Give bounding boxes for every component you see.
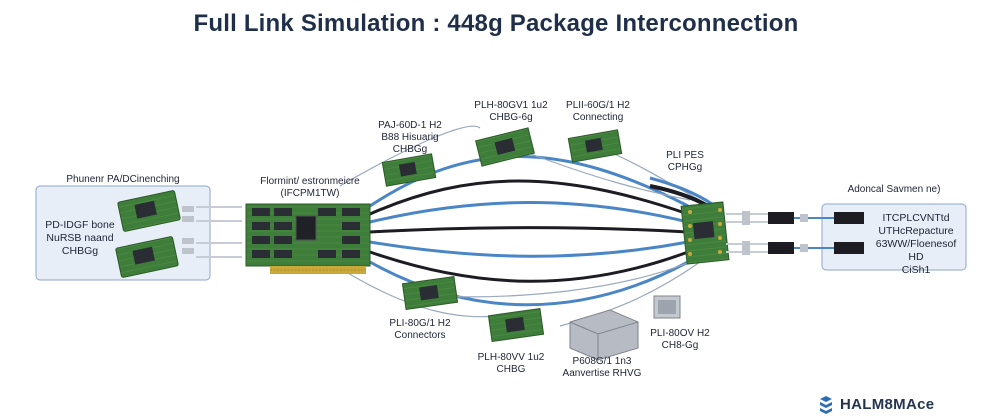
left-box-line: NuRSB naand bbox=[46, 232, 114, 244]
hexagon-stack-icon bbox=[820, 396, 832, 414]
module-label-line: Aanvertise RHVG bbox=[562, 368, 642, 379]
left-box-line: PD-IDGF bone bbox=[45, 219, 115, 231]
right-box-header: Adoncal Savmen ne) bbox=[847, 184, 941, 195]
brand-logo: HALM8MAce bbox=[818, 394, 934, 414]
bottom-module-3 bbox=[569, 309, 639, 361]
left-connectors bbox=[182, 206, 242, 258]
module-label-line: Connectors bbox=[394, 330, 446, 341]
right-module-label: PLI PES CPHGg bbox=[650, 150, 720, 174]
center-board-line: Flormint/ estronmeicre bbox=[260, 176, 360, 187]
left-box-header: Phunenr PA/DCinenching bbox=[66, 174, 180, 185]
bottom-module-4-label: PLI-80OV H2 CH8-Gg bbox=[640, 328, 720, 352]
module-label-line: CHBGg bbox=[392, 144, 428, 155]
top-module-3 bbox=[567, 129, 623, 163]
module-label-line: PLI-80G/1 H2 bbox=[389, 318, 451, 329]
module-label-line: CHBG bbox=[496, 364, 526, 375]
module-label-line: Connecting bbox=[572, 112, 624, 123]
bottom-module-2 bbox=[487, 307, 545, 343]
bottom-module-1 bbox=[401, 275, 459, 311]
bottom-module-1-label: PLI-80G/1 H2 Connectors bbox=[380, 318, 460, 342]
right-box-line: CiSh1 bbox=[901, 264, 931, 276]
right-connectors bbox=[726, 211, 864, 255]
bottom-module-3-label: P608G/1 1n3 Aanvertise RHVG bbox=[554, 356, 650, 380]
top-module-2-label: PLH-80GV1 1u2 CHBG-6g bbox=[466, 100, 556, 124]
module-label-line: CPHGg bbox=[667, 162, 703, 173]
left-box-line: CHBGg bbox=[61, 245, 99, 257]
page-title: Full Link Simulation : 448g Package Inte… bbox=[193, 10, 799, 37]
right-box-text: ITCPLCVNTtd UTHcRepacture 63WW/Floenesof… bbox=[868, 212, 964, 277]
left-box-text: PD-IDGF bone NuRSB naand CHBGg bbox=[36, 219, 124, 258]
module-label-line: PLI-80OV H2 bbox=[650, 328, 710, 339]
center-board-line: (IFCPM1TW) bbox=[280, 188, 340, 199]
left-module-bottom bbox=[115, 236, 179, 278]
bottom-module-2-label: PLH-80VV 1u2 CHBG bbox=[466, 352, 556, 376]
center-board-label: Flormint/ estronmeicre (IFCPM1TW) bbox=[230, 176, 390, 200]
bottom-module-4 bbox=[653, 295, 681, 319]
logo-text: HALM8MAce bbox=[840, 395, 935, 413]
top-module-3-label: PLII-60G/1 H2 Connecting bbox=[558, 100, 638, 124]
logo-icon-spacer bbox=[818, 394, 834, 414]
module-label-line: PLH-80GV1 1u2 bbox=[474, 100, 548, 111]
module-label-line: CHBG-6g bbox=[489, 112, 533, 123]
module-label-line: P608G/1 1n3 bbox=[572, 356, 632, 367]
left-module-top bbox=[117, 190, 181, 232]
top-module-1-label: PAJ-60D-1 H2 B88 Hisuarig CHBGg bbox=[370, 120, 450, 156]
module-label-line: PLII-60G/1 H2 bbox=[566, 100, 630, 111]
top-module-1 bbox=[381, 153, 437, 187]
module-label-line: B88 Hisuarig bbox=[381, 132, 439, 143]
right-box-line: ITCPLCVNTtd bbox=[882, 212, 950, 224]
top-module-2 bbox=[475, 127, 535, 167]
right-box-line: 63WW/Floenesof HD bbox=[875, 238, 957, 263]
module-label-line: PLI PES bbox=[666, 150, 704, 161]
module-label-line: CH8-Gg bbox=[661, 340, 699, 351]
right-box-line: UTHcRepacture bbox=[878, 225, 954, 237]
module-label-line: PLH-80VV 1u2 bbox=[477, 352, 545, 363]
center-board bbox=[245, 203, 371, 274]
module-label-line: PAJ-60D-1 H2 bbox=[378, 120, 442, 131]
right-module bbox=[680, 201, 730, 265]
